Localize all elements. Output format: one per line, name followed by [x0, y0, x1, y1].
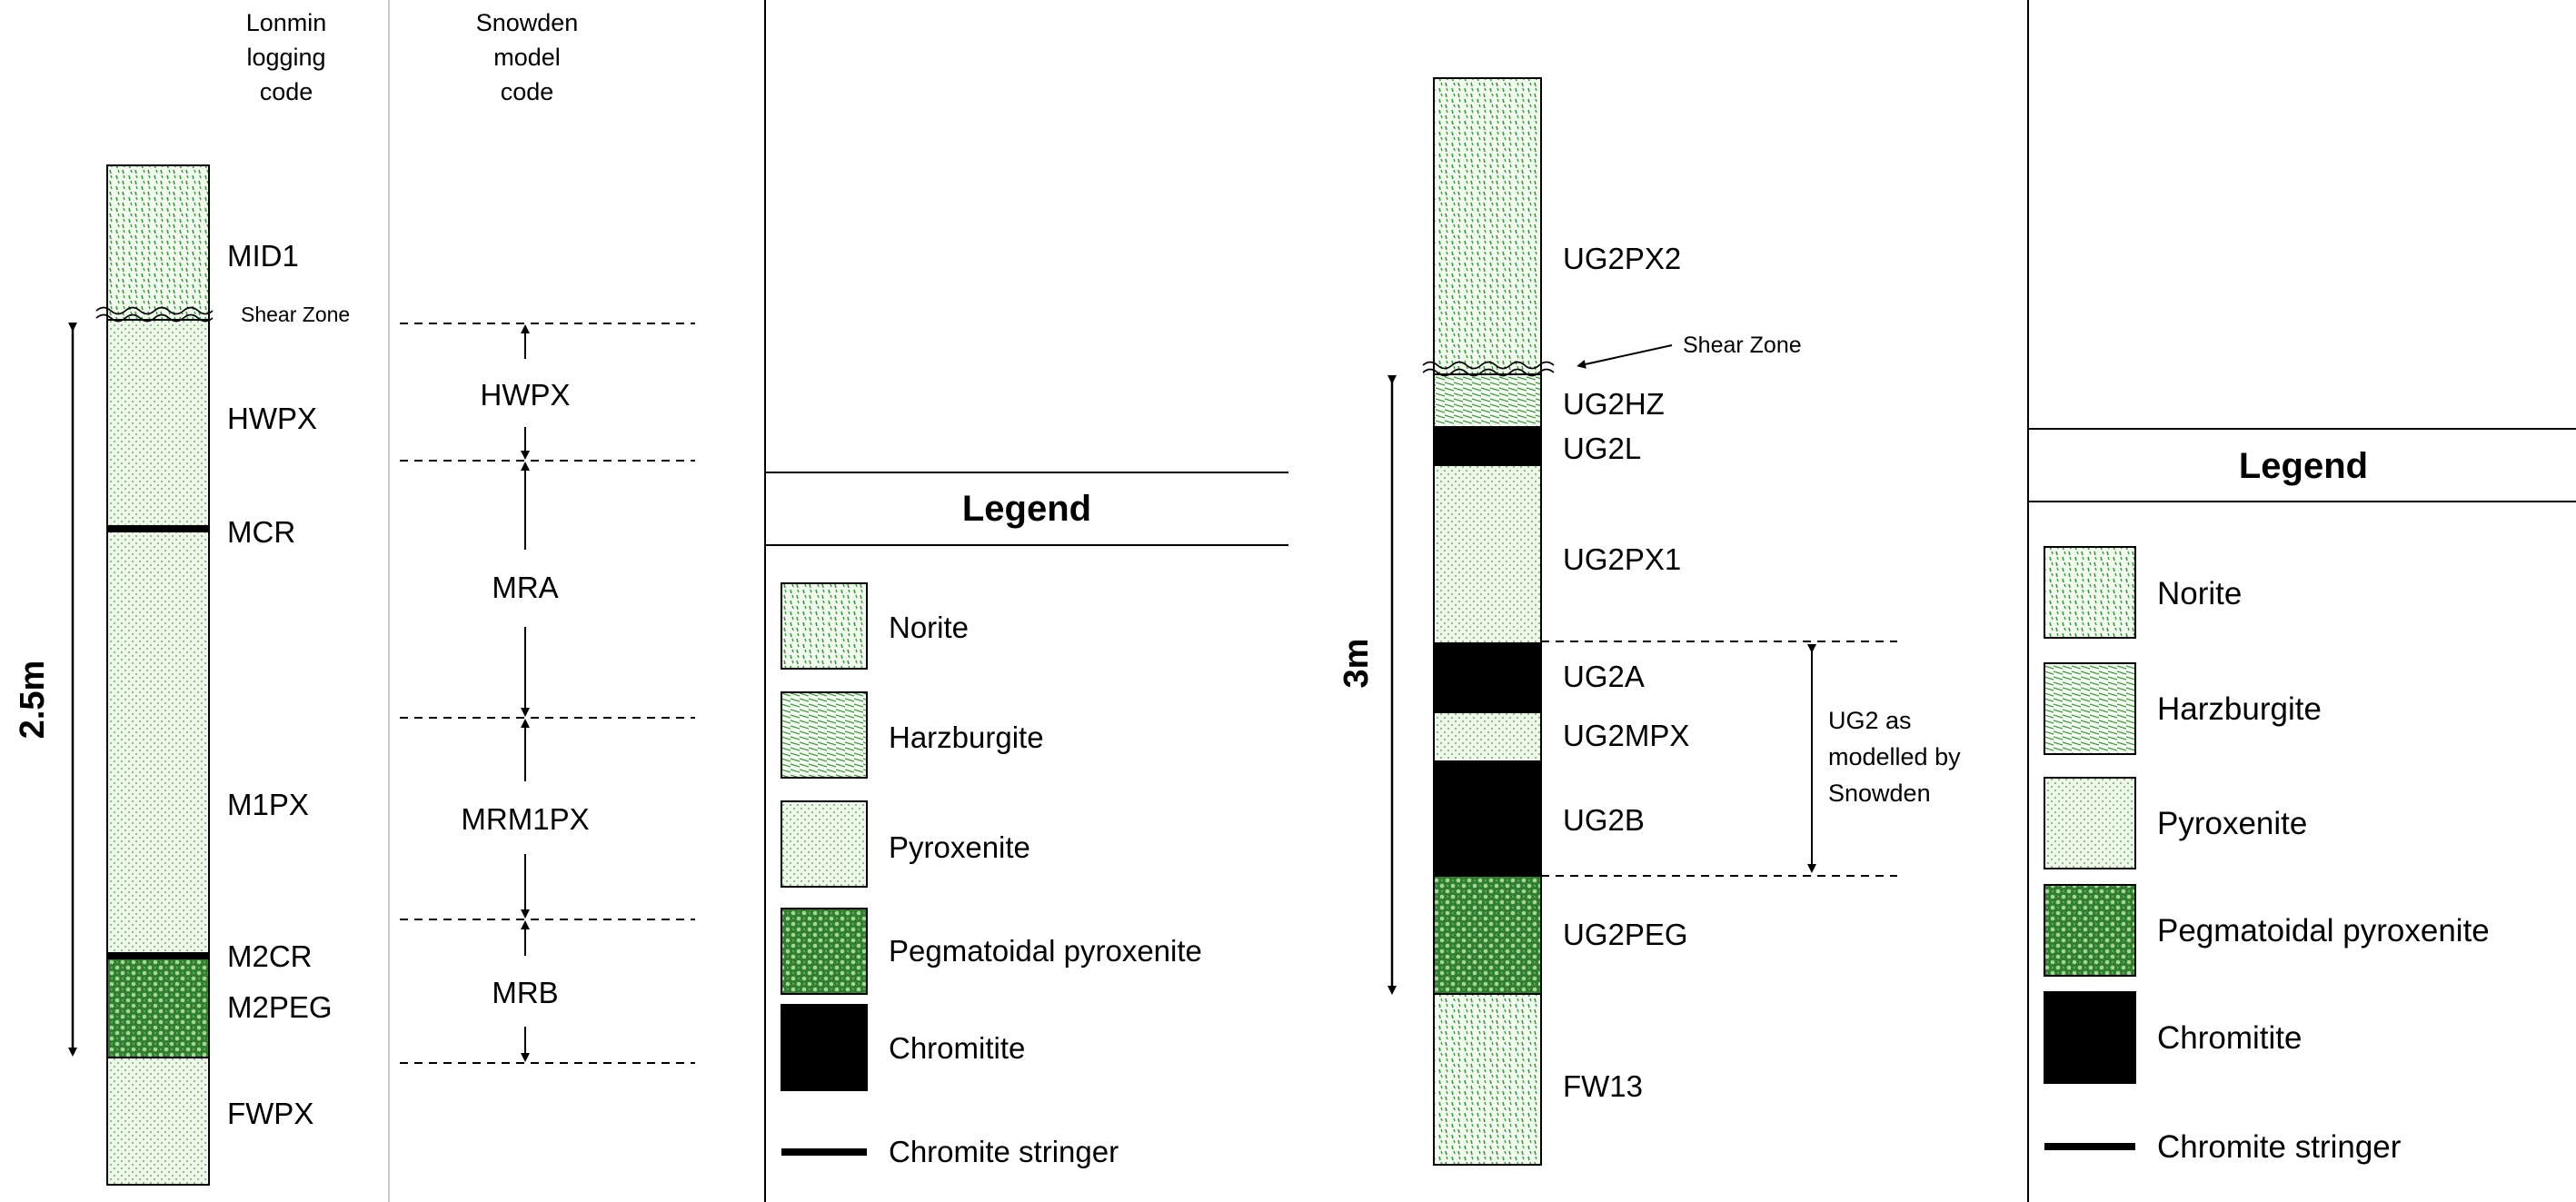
annotation-line: modelled by [1828, 743, 1961, 770]
logging-header-line: Lonmin [246, 9, 327, 36]
layer-label: M2CR [227, 939, 313, 973]
layer-label: MCR [227, 515, 295, 549]
layer-ug2peg [1433, 875, 1542, 995]
legend-left: Legend Norite Harzburgite Pyroxenite Peg… [765, 472, 1288, 1168]
legend-title: Legend [962, 489, 1091, 529]
legend-title: Legend [2239, 446, 2368, 486]
layer-label: MID1 [227, 239, 299, 273]
legend-right: Legend Norite Harzburgite Pyroxenite Peg… [2028, 428, 2576, 1165]
layer-label: UG2PX1 [1563, 542, 1681, 576]
layer-label: HWPX [227, 402, 317, 435]
shear-zone-wave [95, 306, 214, 323]
layer-label: FWPX [227, 1097, 313, 1130]
legend-label: Norite [2157, 576, 2242, 611]
annotation-line: UG2 as [1828, 707, 1912, 734]
logging-header-line: logging [246, 44, 325, 71]
layer-label: UG2B [1563, 803, 1645, 837]
layer-label: UG2MPX [1563, 719, 1689, 752]
ug2-annotation: UG2 as modelled by Snowden [1828, 707, 1961, 807]
thickness-label: 3m [1338, 639, 1376, 689]
model-unit-label: MRM1PX [461, 802, 589, 836]
legend-label: Chromitite [2157, 1020, 2302, 1056]
layer-m2peg [106, 955, 210, 1058]
legend-swatch-chromitite [781, 1004, 868, 1091]
layer-ug2l [1433, 426, 1542, 466]
layer-ug2hz [1433, 373, 1542, 428]
model-header-line: Snowden [476, 9, 579, 36]
model-header-line: model [493, 44, 561, 71]
logging-code-header: Lonmin logging code [246, 9, 327, 105]
layer-label: FW13 [1563, 1069, 1643, 1103]
layer-label: UG2HZ [1563, 387, 1665, 421]
shear-zone-pointer [1576, 344, 1673, 369]
layer-ug2px2 [1433, 77, 1542, 375]
shear-zone-label: Shear Zone [1683, 333, 1802, 358]
legend-swatch-chromitite [2044, 991, 2136, 1084]
legend-swatch-pegmatoidal [781, 908, 868, 995]
layer-hwpx [106, 319, 210, 530]
shear-zone-wave [1422, 361, 1555, 377]
legend-label: Norite [889, 611, 969, 644]
model-unit-label: MRA [492, 571, 558, 604]
legend-swatch-pegmatoidal [2044, 884, 2136, 977]
layer-mid1 [106, 164, 210, 321]
legend-label: Pegmatoidal pyroxenite [889, 934, 1202, 968]
layer-label: UG2A [1563, 660, 1645, 693]
legend-label: Chromite stringer [2157, 1129, 2402, 1165]
layer-label: M2PEG [227, 990, 333, 1024]
right-layer-labels: UG2PX2 UG2HZ UG2L UG2PX1 UG2A UG2MPX UG2… [1563, 242, 1689, 1103]
model-header-line: code [501, 78, 554, 105]
legend-label: Harzburgite [2157, 691, 2322, 727]
layer-fw13 [1433, 993, 1542, 1166]
legend-swatch-norite [781, 582, 868, 670]
left-layer-labels: MID1 HWPX MCR M1PX M2CR M2PEG FWPX [227, 239, 333, 1130]
shear-zone-label: Shear Zone [241, 303, 350, 326]
layer-ug2b [1433, 760, 1542, 877]
legend-label: Pyroxenite [889, 830, 1030, 864]
layer-label: UG2L [1563, 432, 1641, 465]
legend-swatch-harzburgite [2044, 662, 2136, 755]
ug2-model-range [1541, 641, 1897, 877]
annotation-line: Snowden [1828, 780, 1931, 807]
model-unit-label: MRB [492, 976, 558, 1009]
layer-label: M1PX [227, 788, 309, 821]
thickness-label: 2.5m [14, 661, 52, 740]
layer-label: UG2PX2 [1563, 242, 1681, 275]
legend-label: Chromitite [889, 1031, 1025, 1065]
legend-label: Pyroxenite [2157, 806, 2307, 841]
model-boundaries [400, 323, 695, 1064]
model-unit-label: HWPX [481, 378, 571, 412]
legend-swatch-pyroxenite [781, 800, 868, 888]
left-strat-column [106, 164, 210, 1186]
legend-label: Pegmatoidal pyroxenite [2157, 913, 2490, 949]
legend-label: Chromite stringer [889, 1135, 1119, 1168]
layer-ug2px1 [1433, 464, 1542, 644]
layer-ug2a [1433, 642, 1542, 713]
layer-fwpx [106, 1057, 210, 1186]
legend-swatch-norite [2044, 546, 2136, 639]
layer-m1px [106, 528, 210, 957]
right-strat-column [1433, 77, 1542, 1166]
model-code-header: Snowden model code [476, 9, 579, 105]
legend-label: Harzburgite [889, 720, 1044, 754]
legend-swatch-pyroxenite [2044, 777, 2136, 869]
layer-label: UG2PEG [1563, 918, 1688, 951]
model-unit-labels: HWPX MRA MRM1PX MRB [461, 378, 589, 1009]
layer-ug2mpx [1433, 711, 1542, 762]
legend-swatch-harzburgite [781, 691, 868, 779]
logging-header-line: code [260, 78, 313, 105]
